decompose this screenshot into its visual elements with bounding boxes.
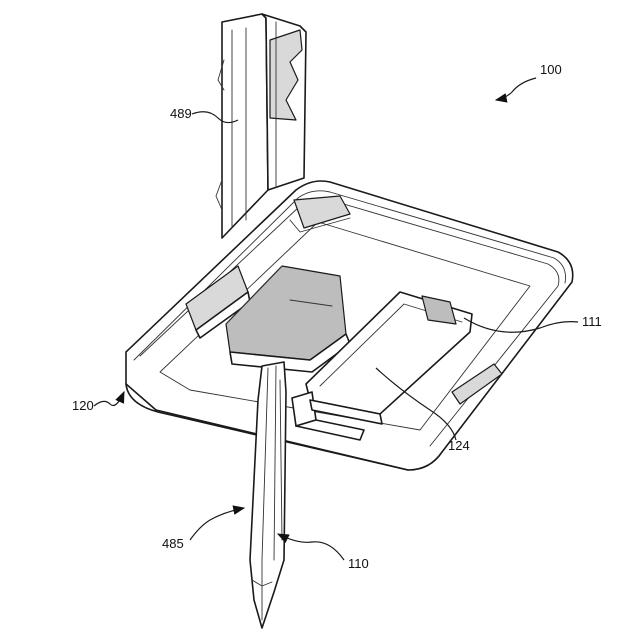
svg-text:120: 120 <box>72 398 94 413</box>
svg-text:111: 111 <box>582 314 602 329</box>
label-485: 485 <box>162 508 244 551</box>
label-120: 120 <box>72 392 124 413</box>
svg-text:489: 489 <box>170 106 192 121</box>
label-100: 100 <box>496 62 562 100</box>
svg-text:485: 485 <box>162 536 184 551</box>
label-110: 110 <box>278 534 369 571</box>
svg-text:124: 124 <box>448 438 470 453</box>
svg-text:100: 100 <box>540 62 562 77</box>
svg-text:110: 110 <box>348 556 369 571</box>
